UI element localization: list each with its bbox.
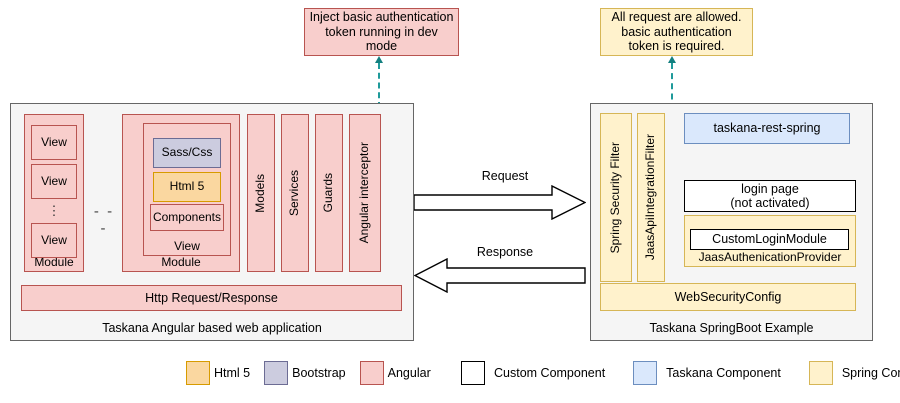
- custom-login-module[interactable]: CustomLoginModule: [690, 229, 849, 250]
- response-label-text: Response: [476, 244, 534, 259]
- connector-arrow-left-icon: [375, 56, 383, 63]
- module-b-sass-css-label: Sass/Css: [161, 145, 213, 160]
- filter-spring-security-label: Spring Security Filter: [608, 141, 623, 254]
- left-panel-caption: Taskana Angular based web application: [11, 316, 413, 340]
- legend-item-angular: Angular: [359, 361, 431, 385]
- legend-swatch-angular: [359, 361, 384, 385]
- legend-label-bootstrap: Bootstrap: [292, 366, 346, 380]
- legend-item-html5: Html 5: [186, 361, 250, 385]
- module-b-components-label: Components: [152, 209, 222, 224]
- column-models[interactable]: Models: [247, 114, 275, 272]
- column-services[interactable]: Services: [281, 114, 309, 272]
- taskana-rest-spring[interactable]: taskana-rest-spring: [684, 113, 850, 144]
- legend-swatch-bootstrap: [264, 361, 289, 385]
- login-page-status: (not activated): [730, 196, 810, 210]
- module-b-components[interactable]: Components: [150, 204, 224, 231]
- connector-line-left: [378, 63, 380, 108]
- http-request-response-label: Http Request/Response: [145, 290, 278, 305]
- module-b-label: Module: [161, 255, 201, 269]
- annotation-note-left-text: Inject basic authentication token runnin…: [309, 10, 454, 54]
- taskana-rest-spring-label: taskana-rest-spring: [713, 121, 821, 136]
- login-page[interactable]: login page (not activated): [684, 180, 856, 212]
- legend-swatch-html5: [186, 361, 210, 385]
- column-guards[interactable]: Guards: [315, 114, 343, 272]
- legend-swatch-custom-component: [461, 361, 485, 385]
- column-angular-interceptor-label: Angular interceptor: [357, 142, 372, 244]
- legend-group-right: Custom Component Taskana Component Sprin…: [461, 361, 900, 385]
- legend-item-spring-component: Spring Component: [808, 361, 900, 385]
- module-a-view-3[interactable]: View: [31, 223, 77, 258]
- login-page-label: login page: [741, 181, 799, 196]
- module-a-view-3-label: View: [41, 232, 67, 247]
- left-panel-caption-text: Taskana Angular based web application: [102, 320, 322, 335]
- legend-label-spring-component: Spring Component: [841, 366, 900, 380]
- request-arrow-icon: [414, 185, 586, 220]
- filter-jaas-api-integration-label: JaasApiIntegrationFilter: [643, 134, 658, 261]
- modules-separator: - - -: [88, 203, 120, 237]
- web-security-config[interactable]: WebSecurityConfig: [600, 283, 856, 311]
- module-b-html5-label: Html 5: [169, 179, 205, 194]
- column-guards-label: Guards: [321, 173, 336, 213]
- legend-label-taskana-component: Taskana Component: [666, 366, 781, 380]
- response-arrow-icon: [414, 258, 586, 293]
- filter-jaas-api-integration[interactable]: JaasApiIntegrationFilter: [637, 113, 665, 282]
- module-a-ellipsis-glyph: ⋮: [47, 202, 61, 218]
- connector-arrow-right-icon: [668, 56, 676, 63]
- legend-item-custom-component: Custom Component: [461, 361, 605, 385]
- legend-group-left: Html 5 Bootstrap Angular: [186, 361, 431, 385]
- module-b-sass-css[interactable]: Sass/Css: [153, 138, 221, 168]
- right-panel-caption-text: Taskana SpringBoot Example: [649, 320, 814, 335]
- jaas-authentication-provider-label: JaasAuthenicationProvider: [698, 250, 842, 264]
- module-a-label: Module: [34, 255, 74, 269]
- module-a-view-2[interactable]: View: [31, 164, 77, 199]
- module-a-view-2-label: View: [41, 173, 67, 188]
- legend-swatch-spring-component: [808, 361, 833, 385]
- annotation-note-left: Inject basic authentication token runnin…: [304, 8, 459, 56]
- legend-item-bootstrap: Bootstrap: [264, 361, 346, 385]
- column-models-label: Models: [253, 173, 268, 213]
- module-a-ellipsis: ⋮: [31, 200, 77, 222]
- filter-spring-security[interactable]: Spring Security Filter: [600, 113, 632, 282]
- module-b-view-label: View: [174, 239, 200, 253]
- column-services-label: Services: [287, 169, 302, 216]
- column-angular-interceptor[interactable]: Angular interceptor: [349, 114, 381, 272]
- modules-separator-text: - - -: [93, 202, 115, 237]
- module-a-view-1-label: View: [41, 134, 67, 149]
- annotation-note-right: All request are allowed. basic authentic…: [600, 8, 753, 56]
- legend-label-html5: Html 5: [214, 366, 251, 380]
- web-security-config-label: WebSecurityConfig: [674, 289, 782, 304]
- module-b-html5[interactable]: Html 5: [153, 172, 221, 202]
- http-request-response-bar[interactable]: Http Request/Response: [21, 285, 402, 311]
- request-label-text: Request: [481, 168, 529, 183]
- module-a-view-1[interactable]: View: [31, 125, 77, 160]
- legend-item-taskana-component: Taskana Component: [633, 361, 781, 385]
- custom-login-module-label: CustomLoginModule: [712, 232, 827, 247]
- legend-label-angular: Angular: [387, 366, 431, 380]
- right-panel-caption: Taskana SpringBoot Example: [591, 316, 872, 340]
- request-label: Request: [440, 167, 570, 185]
- response-label: Response: [440, 243, 570, 261]
- legend-swatch-taskana-component: [633, 361, 658, 385]
- legend-label-custom-component: Custom Component: [494, 366, 606, 380]
- annotation-note-right-text: All request are allowed. basic authentic…: [611, 10, 742, 54]
